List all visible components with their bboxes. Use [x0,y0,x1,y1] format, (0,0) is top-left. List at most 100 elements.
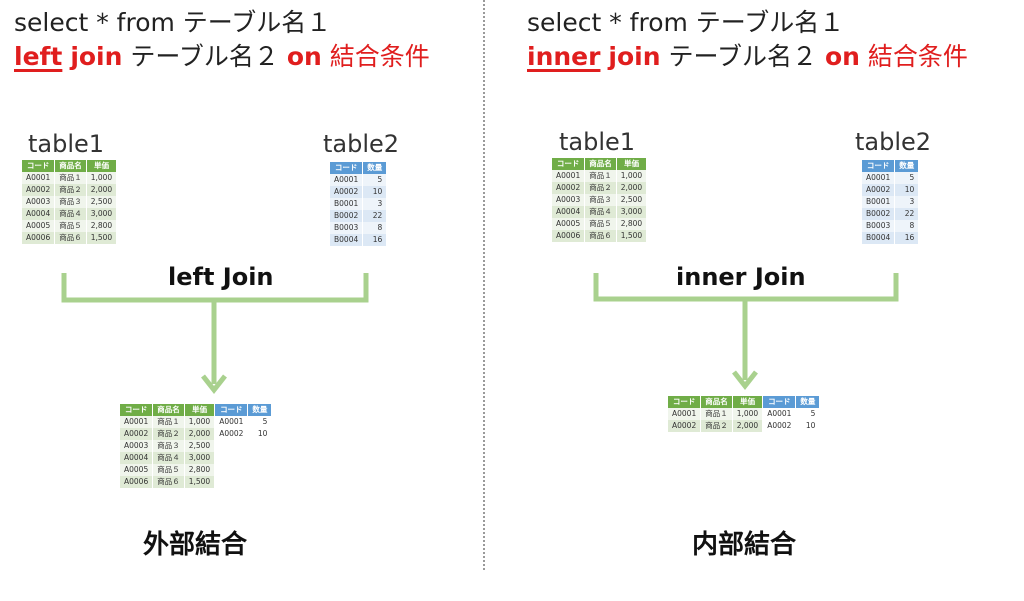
right-sql-join-type: inner [527,42,601,71]
left-join-label: left Join [168,263,274,291]
table-cell: 22 [894,208,920,220]
left-sql-statement: select * from テーブル名１ left join テーブル名２ on… [14,6,430,74]
table-cell: A0001 [330,174,364,186]
table-cell: A0002 [668,420,702,432]
column-header: コード [668,396,702,408]
column-header: 単価 [86,160,118,172]
table-cell: 商品３ [584,194,617,206]
right-sql-on-keyword: on [824,42,860,71]
table-cell: 10 [247,428,273,440]
table-cell: A0002 [22,184,56,196]
table-cell: A0004 [120,452,154,464]
table-cell [214,452,249,464]
table-cell: A0001 [668,408,702,420]
table-cell: B0001 [330,198,364,210]
table-cell: B0002 [862,208,896,220]
table-cell: 商品１ [700,408,733,420]
table-cell: 2,000 [86,184,118,196]
left-sql-join-keyword: join [70,42,123,71]
table-cell: 1,000 [86,172,118,184]
table-cell: 商品４ [152,452,185,464]
right-sql-statement: select * from テーブル名１ inner join テーブル名２ o… [527,6,968,74]
table-cell: 2,500 [184,440,216,452]
table-cell: 商品１ [584,170,617,182]
table-header-row: コード商品名単価コード数量 [120,404,273,416]
panel-divider [483,0,485,570]
table-cell: 1,000 [732,408,764,420]
table-cell: A0001 [552,170,586,182]
left-sql-join-type: left [14,42,63,71]
table-cell: 商品１ [54,172,87,184]
table-cell: A0001 [214,416,249,428]
table-cell: B0001 [862,196,896,208]
table-cell: 2,500 [616,194,648,206]
table-cell: B0004 [330,234,364,246]
left-table1-name: table1 [28,130,105,158]
table-cell: B0004 [862,232,896,244]
table-cell: 商品３ [152,440,185,452]
table-cell: 商品５ [152,464,185,476]
table-cell: 商品５ [54,220,87,232]
column-header: 商品名 [584,158,617,170]
column-header: コード [862,160,896,172]
table-header-row: コード数量 [330,162,388,174]
table-cell: 商品２ [584,182,617,194]
column-header: 数量 [247,404,273,416]
table-cell: A0005 [22,220,56,232]
table-cell: 3,000 [86,208,118,220]
table-cell: 2,800 [86,220,118,232]
table-cell: A0001 [22,172,56,184]
table-cell: 10 [362,186,388,198]
right-sql-table2: テーブル名２ [668,42,817,71]
table-cell: A0003 [22,196,56,208]
table-cell: 5 [894,172,920,184]
left-sql-condition: 結合条件 [329,42,430,71]
table-cell: A0001 [120,416,154,428]
table-cell: A0006 [22,232,56,244]
left-result-label: 外部結合 [143,530,248,560]
right-result-label: 内部結合 [692,530,797,560]
table-cell: 2,800 [616,218,648,230]
table-cell: 商品６ [152,476,185,488]
table-cell: B0003 [330,222,364,234]
right-table1-name: table1 [559,128,636,156]
table-cell: A0004 [552,206,586,218]
table-cell: 商品２ [152,428,185,440]
table-cell: 5 [362,174,388,186]
column-header: コード [22,160,56,172]
table-cell: A0002 [214,428,249,440]
left-sql-line1: select * from テーブル名１ [14,8,332,37]
column-header: コード [330,162,364,174]
table-cell: A0006 [120,476,154,488]
column-header: 単価 [732,396,764,408]
table-cell: 商品４ [584,206,617,218]
table-cell: A0002 [552,182,586,194]
table-cell: 商品５ [584,218,617,230]
column-header: 数量 [795,396,821,408]
column-header: 商品名 [54,160,87,172]
table-cell: 3 [362,198,388,210]
